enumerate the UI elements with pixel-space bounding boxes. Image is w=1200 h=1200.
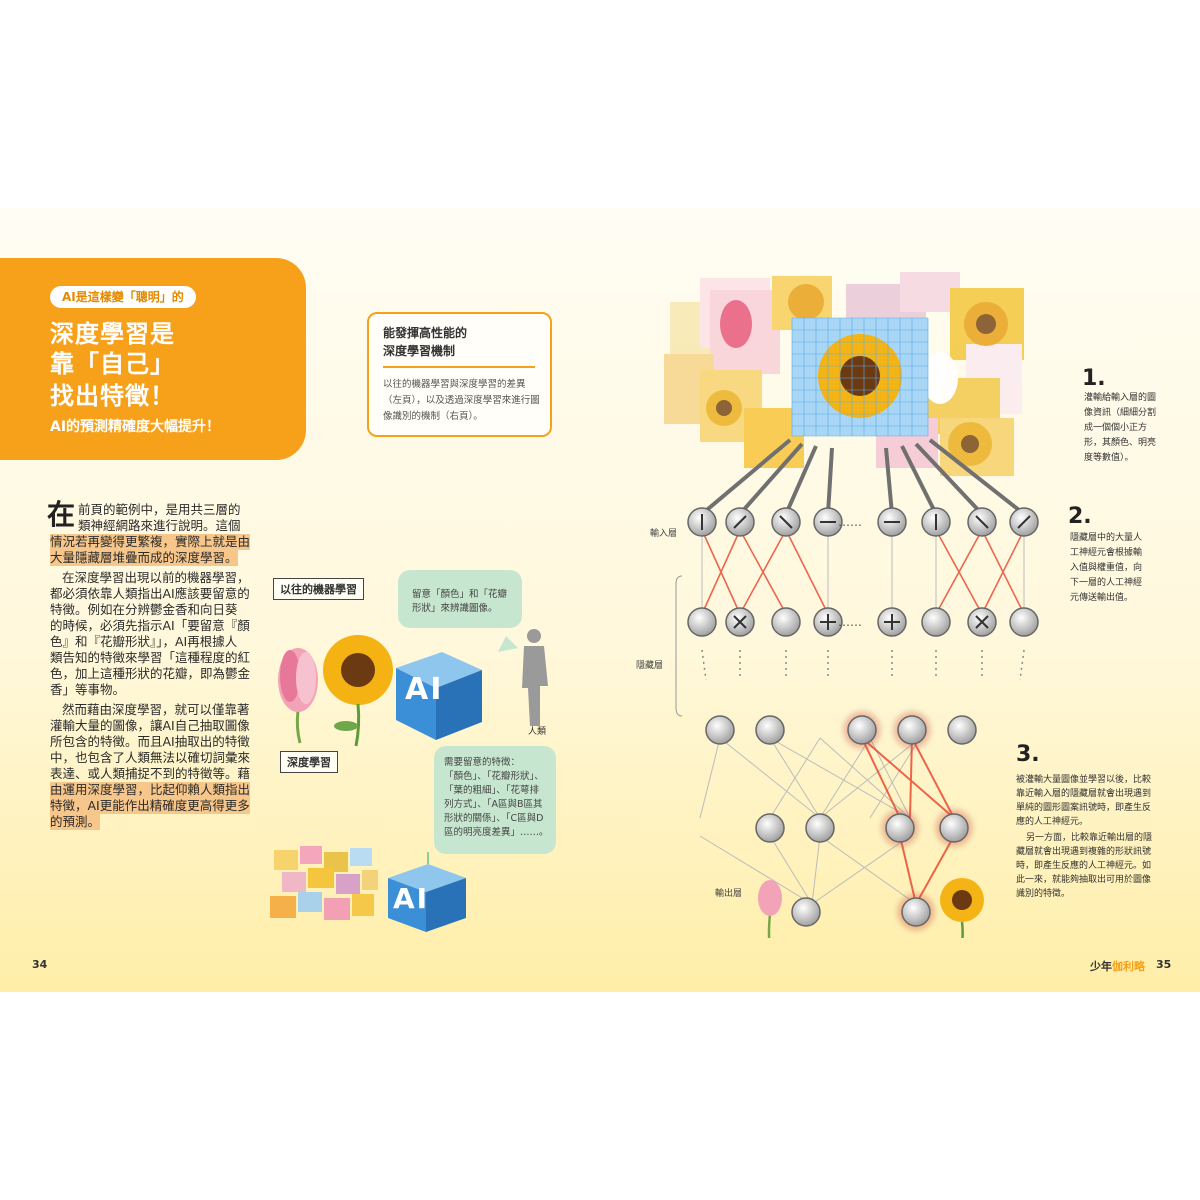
step-1-number: 1. [1082, 366, 1106, 391]
machine-learning-label: 以往的機器學習 [273, 578, 364, 600]
step-3-text: 藏層就會出現遇到複雜的形狀訊號 [1016, 847, 1152, 857]
subtitle: AI的預測精確度大幅提升！ [50, 419, 221, 435]
neural-network-diagram: …… …… [664, 272, 1039, 938]
hidden-nodes-row-1 [687, 607, 1039, 637]
ellipsis-dots: …… [838, 615, 862, 629]
input-arrows [700, 438, 1026, 516]
info-heading-1: 能發揮高性能的 [383, 326, 468, 340]
info-body-1: 以往的機器學習與深度學習的差異 [383, 379, 526, 390]
step-3-text: 單純的圖形圖案訊號時，即產生反 [1016, 803, 1152, 813]
body-line-highlight: 特徵，AI更能作出精確度更高得更多 [50, 798, 250, 814]
step-1-text: 成一個個小正方 [1084, 423, 1148, 433]
step-3-text: 被灌輸大量圖像並學習以後，比較 [1016, 775, 1152, 785]
title-line-2: 靠「自己」 [50, 350, 175, 378]
step-2-text: 元傳送輸出值。 [1070, 593, 1134, 603]
tulip-image [278, 648, 318, 744]
body-line: 都必須依靠人類指出AI應該要留意的 [50, 586, 250, 601]
active-connections [701, 529, 1025, 615]
step-1-text: 灌輸給輸入層的圖 [1084, 393, 1157, 403]
input-image-grid [791, 317, 929, 437]
input-layer-label: 輸入層 [650, 529, 678, 539]
body-line: 然而藉由深度學習，就可以僅靠著 [62, 702, 250, 717]
step-3-text: 時，即產生反應的人工神經元。如 [1016, 861, 1152, 871]
hidden-nodes-row-2 [705, 711, 977, 749]
info-heading-2: 深度學習機制 [383, 344, 456, 358]
active-connections-lower [861, 737, 955, 905]
body-line: 灌輸大量的圖像，讓AI自己抽取圖像 [50, 718, 250, 733]
layer-continuation [701, 649, 1025, 681]
step-3-text: 識別的特徵。 [1016, 889, 1071, 899]
hidden-layer-label: 隱藏層 [636, 661, 664, 671]
series-tag: AI是這樣變「聰明」的 [50, 286, 196, 308]
deep-learning-label: 深度學習 [280, 751, 338, 773]
magazine-spread: AI是這樣變「聰明」的 深度學習是 靠「自己」 找出特徵！ AI的預測精確度大幅… [0, 208, 1200, 992]
info-divider [383, 366, 535, 368]
ai-cube-icon [396, 652, 482, 740]
cube-text: AI [405, 672, 444, 707]
body-line: 色，加上這種形狀的花瓣，即為鬱金 [50, 666, 251, 681]
body-line: 香」等事物。 [50, 682, 126, 697]
ellipsis-dots: …… [838, 515, 862, 529]
step-2-text: 隱藏層中的大量人 [1070, 533, 1143, 543]
body-line: 類告知的特徵來學習「這種程度的紅 [50, 650, 251, 665]
page-number-left: 34 [32, 958, 48, 971]
step-1-text: 像資訊（細細分割 [1084, 408, 1157, 418]
drop-cap: 在 [47, 498, 76, 531]
magazine-name: 少年伽利略 [1090, 960, 1145, 973]
image-collage [664, 272, 1024, 476]
step-1-text: 度等數值）。 [1084, 453, 1134, 463]
title-line-3: 找出特徵！ [50, 382, 175, 410]
machine-learning-illustration [278, 629, 548, 747]
deep-learning-bubble: 需要留意的特徵： 「顏色」、「花瓣形狀」、 「葉的粗細」、「花萼排 列方式」、「… [434, 746, 556, 854]
step-3-text: 另一方面，比較靠近輸出層的隱 [1026, 833, 1153, 843]
cube-text: AI [393, 882, 430, 915]
step-1-text: 形，其顏色、明亮 [1084, 438, 1157, 448]
ai-cube-icon [388, 864, 466, 932]
body-line-highlight: 大量隱藏層堆疊而成的深度學習。 [50, 550, 238, 566]
hidden-nodes-row-3 [755, 809, 973, 847]
step-3-number: 3. [1016, 742, 1040, 767]
deep-learning-illustration [270, 846, 466, 932]
output-tulip-image [758, 880, 782, 938]
info-body-2: （左頁），以及透過深度學習來進行圖 [383, 395, 540, 406]
machine-learning-bubble: 留意「顏色」和「花瓣 形狀」來辨識圖像。 [398, 570, 522, 628]
step-2-text: 下一層的人工神經 [1070, 578, 1143, 588]
step-3-text: 應的人工神經元。 [1016, 817, 1089, 827]
output-sunflower-image [940, 878, 984, 938]
body-line-highlight: 情況若再變得更繁複，實際上就是由 [50, 534, 251, 550]
hidden-layer-bracket [675, 575, 683, 717]
title-line-1: 深度學習是 [50, 320, 175, 348]
connections [699, 530, 1025, 905]
body-line: 所包含的特徵。而且AI抽取出的特徵 [50, 734, 250, 749]
output-layer-label: 輸出層 [715, 889, 743, 899]
step-2-text: 入值與權重值，向 [1070, 563, 1143, 573]
body-line: 前頁的範例中，是用共三層的 [78, 502, 241, 517]
info-body-3: 像識別的機制（右頁）。 [383, 411, 483, 422]
step-2-number: 2. [1068, 504, 1092, 529]
body-line-highlight: 由運用深度學習，比起仰賴人類指出 [50, 782, 251, 798]
info-box: 能發揮高性能的 深度學習機制 以往的機器學習與深度學習的差異 （左頁），以及透過… [367, 312, 552, 437]
input-node-glyphs [701, 514, 1031, 530]
body-line-highlight: 的預測。 [50, 814, 101, 830]
human-label: 人類 [528, 727, 547, 737]
photo-collage-image [270, 846, 378, 920]
body-line: 色』和『花瓣形狀』」，AI再根據人 [50, 634, 238, 649]
body-line: 在深度學習出現以前的機器學習， [62, 570, 250, 585]
step-3-text: 此一來，就能夠抽取出可用於圖像 [1016, 875, 1152, 885]
body-line: 中，也包含了人類無法以確切詞彙來 [50, 750, 251, 765]
hidden-node-glyphs [733, 614, 989, 630]
output-nodes [791, 893, 935, 931]
sunflower-image [323, 635, 393, 747]
body-line: 類神經網路來進行說明。這個 [78, 518, 241, 533]
body-line: 的時候，必須先指示AI「要留意『顏 [50, 618, 250, 633]
human-silhouette-icon [522, 629, 548, 726]
body-line: 表達、或人類捕捉不到的特徵等。藉 [50, 766, 251, 781]
body-line: 特徵。例如在分辨鬱金香和向日葵 [50, 602, 238, 617]
step-2-text: 工神經元會根據輸 [1070, 548, 1143, 558]
step-3-text: 靠近輸入層的隱藏層就會出現遇到 [1016, 789, 1152, 799]
page-number-right: 35 [1156, 958, 1172, 971]
